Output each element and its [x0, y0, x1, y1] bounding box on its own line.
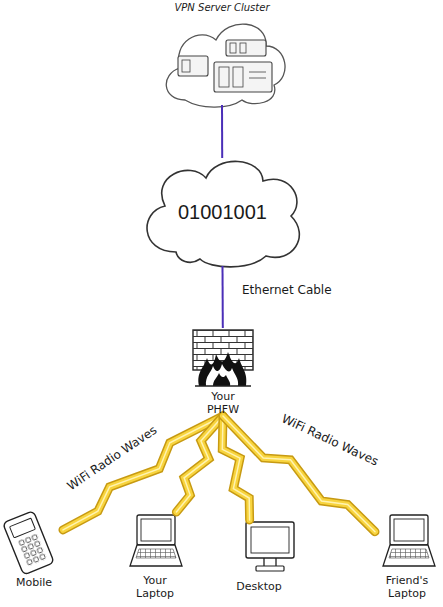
- device-node: Desktop: [228, 520, 290, 593]
- internet-cloud: [147, 161, 299, 266]
- wifi-bolt: [176, 416, 223, 512]
- node-label: Mobile: [16, 576, 52, 589]
- bolt-highlight: [63, 416, 223, 530]
- device-node: Your Laptop: [125, 512, 185, 600]
- firewall-icon: [193, 330, 253, 386]
- cloud-node: VPN Server Cluster: [160, 2, 284, 105]
- cloud-node: 01001001: [145, 158, 300, 266]
- firewall-node: Your PHFW: [185, 328, 261, 416]
- mobile-icon: [3, 511, 55, 575]
- node-label: VPN Server Cluster: [175, 2, 270, 13]
- device-node: Friend's Laptop: [375, 512, 439, 600]
- bolt-fill: [63, 416, 223, 530]
- edge-label: Ethernet Cable: [240, 283, 334, 297]
- bolt-outline: [63, 416, 223, 530]
- node-label: 01001001: [178, 200, 267, 224]
- wifi-bolt: [63, 416, 223, 530]
- bolt-outline: [176, 416, 223, 512]
- laptop-icon: [130, 515, 182, 566]
- bolt-highlight: [176, 416, 223, 512]
- node-label: Friend's Laptop: [379, 574, 435, 600]
- bolt-fill: [176, 416, 223, 512]
- desktop-icon: [246, 522, 294, 571]
- laptop-icon: [383, 515, 435, 566]
- server-cloud: [166, 24, 285, 107]
- device-node: Mobile: [5, 512, 63, 589]
- link-line: [221, 105, 223, 158]
- network-link: [222, 105, 223, 158]
- network-link: [222, 266, 223, 328]
- node-label: Desktop: [236, 580, 281, 593]
- link-line: [222, 266, 224, 328]
- node-label: Your PHFW: [200, 390, 246, 416]
- node-label: Your Laptop: [128, 574, 183, 600]
